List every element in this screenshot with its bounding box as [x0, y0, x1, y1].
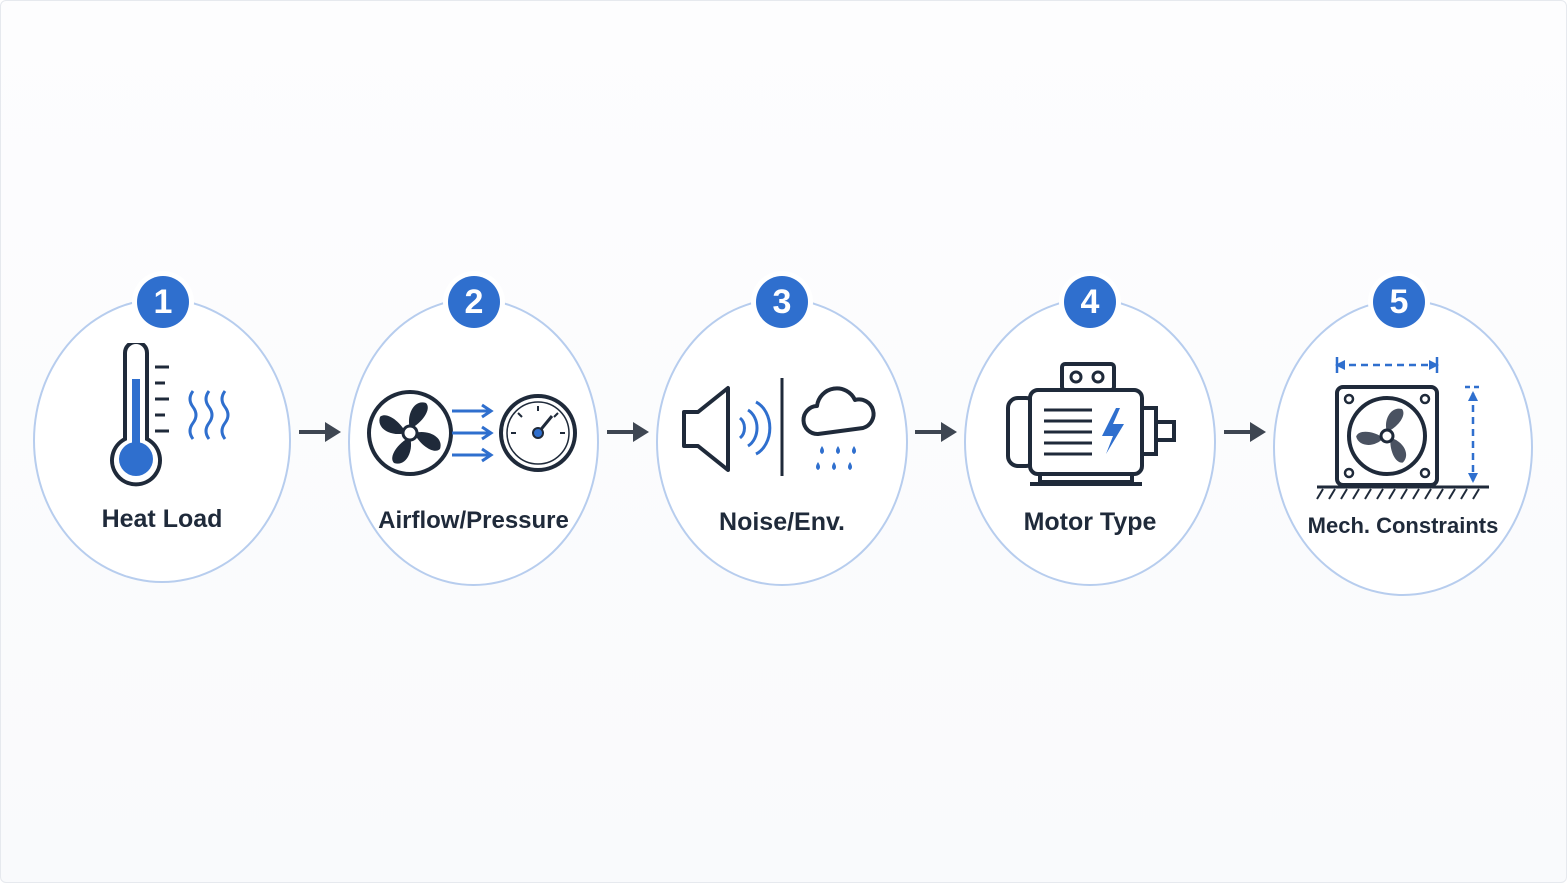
step-number-badge: 2 [448, 276, 500, 328]
step-number-badge: 1 [137, 276, 189, 328]
step-label: Heat Load [101, 505, 223, 533]
step-4: 4 Motor Type [964, 276, 1216, 586]
step-2: 2 [348, 276, 599, 586]
thermometer-heat-icon [110, 343, 230, 487]
step-label: Noise/Env. [719, 508, 845, 536]
step-number-badge: 4 [1064, 276, 1116, 328]
step-label: Motor Type [1023, 508, 1157, 536]
speaker-rain-icon [682, 378, 876, 476]
step-number-badge: 3 [756, 276, 808, 328]
step-label: Mech. Constraints [1307, 513, 1499, 538]
fan-airflow-gauge-icon [367, 390, 577, 476]
step-3: 3 Noise/Env. [656, 276, 908, 586]
step-1: 1 Heat Load [33, 276, 291, 583]
step-number-badge: 5 [1373, 276, 1425, 328]
arrow-right-icon [915, 422, 957, 442]
step-ring [33, 298, 291, 583]
arrow-right-icon [299, 422, 341, 442]
step-5: 5 [1273, 276, 1533, 596]
arrow-right-icon [607, 422, 649, 442]
step-label: Airflow/Pressure [378, 507, 569, 534]
fan-dimensions-icon [1316, 357, 1489, 500]
arrow-right-icon [1224, 422, 1266, 442]
electric-motor-icon [1006, 362, 1176, 486]
